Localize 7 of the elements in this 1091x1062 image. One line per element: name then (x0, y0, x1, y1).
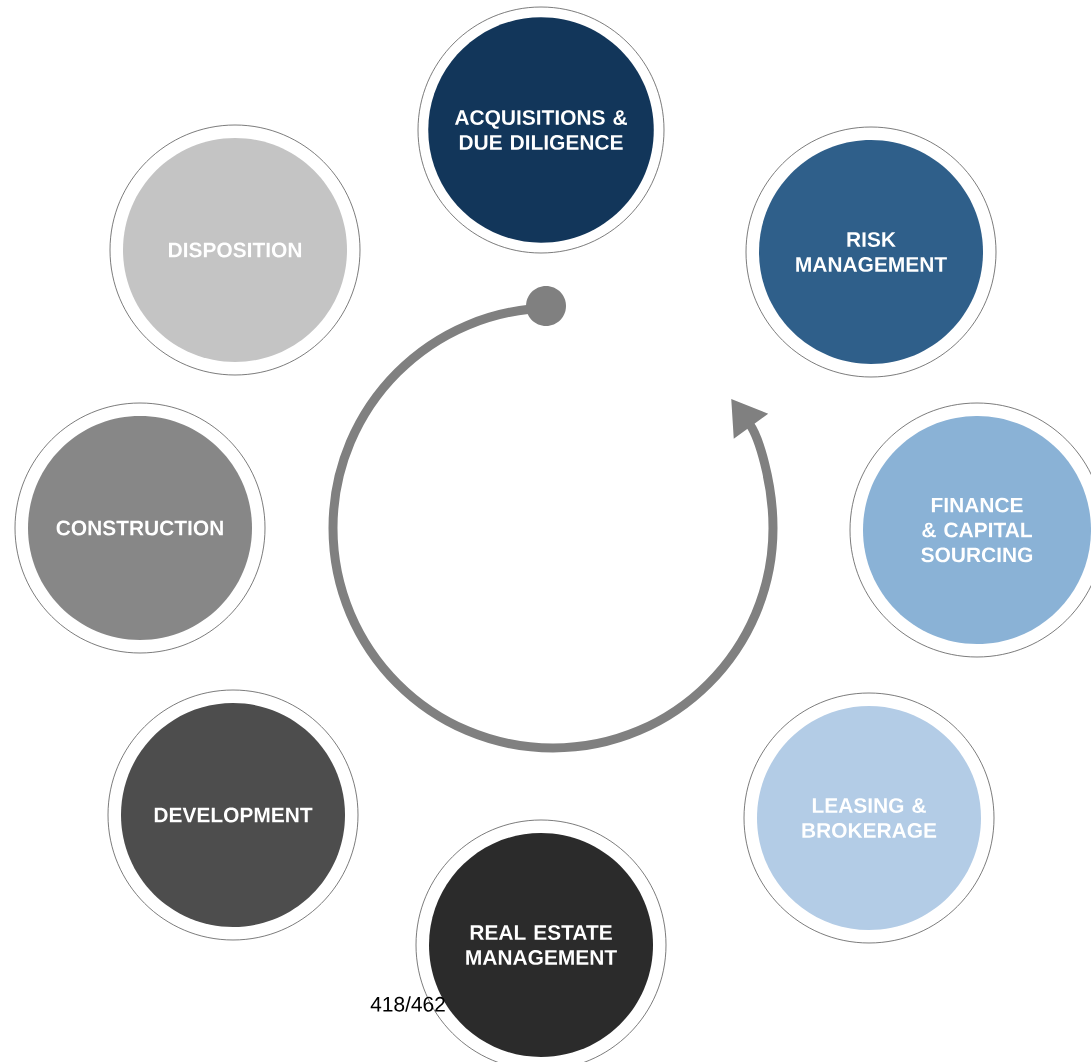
circle-node: FINANCE & CAPITAL SOURCING (849, 402, 1091, 658)
circle-node: LEASING & BROKERAGE (743, 692, 995, 944)
circle-node: CONSTRUCTION (14, 402, 266, 654)
circle-node: RISK MANAGEMENT (745, 126, 997, 378)
circle-node: DISPOSITION (109, 124, 361, 376)
circle-node: ACQUISITIONS & DUE DILIGENCE (417, 6, 665, 254)
circle-node: DEVELOPMENT (107, 689, 359, 941)
